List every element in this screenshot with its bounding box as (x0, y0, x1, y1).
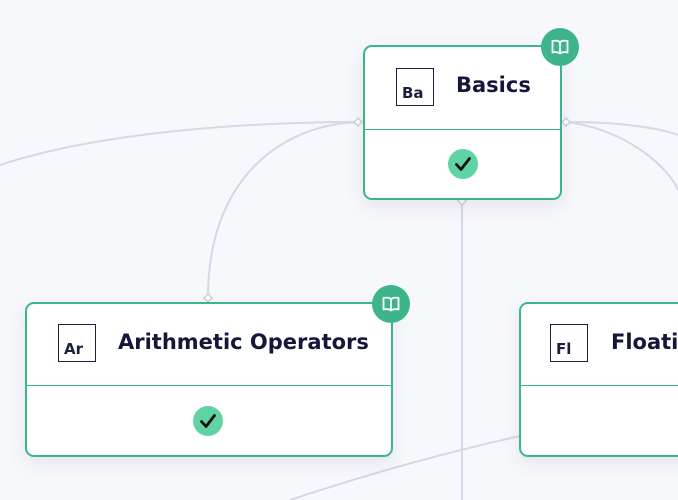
node-abbreviation-box: Fl (550, 324, 588, 362)
edge-basics-to-offscreen-right (565, 121, 678, 136)
completed-check-icon (193, 406, 223, 436)
connector-basics-left (352, 116, 364, 128)
node-abbreviation: Fl (556, 340, 572, 358)
node-title: Floatin (611, 330, 678, 354)
edge-offscreen-bottom-to-floating (289, 435, 521, 500)
skill-node-arithmetic-operators[interactable]: Ar Arithmetic Operators (25, 302, 393, 457)
node-abbreviation: Ar (64, 340, 84, 358)
node-header: Fl Floatin (521, 304, 678, 386)
edge-basics-to-right-branch (565, 121, 678, 191)
skill-node-floating[interactable]: Fl Floatin (519, 302, 678, 457)
connector-basics-right (560, 116, 572, 128)
node-abbreviation: Ba (402, 84, 424, 102)
edge-offscreen-left-to-basics (0, 121, 359, 166)
node-abbreviation-box: Ba (396, 68, 434, 106)
skill-node-basics[interactable]: Ba Basics (363, 45, 562, 200)
edge-basics-to-arithmetic (207, 121, 359, 298)
node-header: Ar Arithmetic Operators (27, 304, 391, 386)
completed-check-icon (448, 149, 478, 179)
node-title: Arithmetic Operators (118, 330, 369, 354)
open-book-icon[interactable] (541, 28, 579, 66)
node-abbreviation-box: Ar (58, 324, 96, 362)
open-book-icon[interactable] (372, 285, 410, 323)
connector-arithmetic-top (202, 292, 214, 304)
node-header: Ba Basics (365, 47, 560, 130)
node-title: Basics (456, 73, 531, 97)
